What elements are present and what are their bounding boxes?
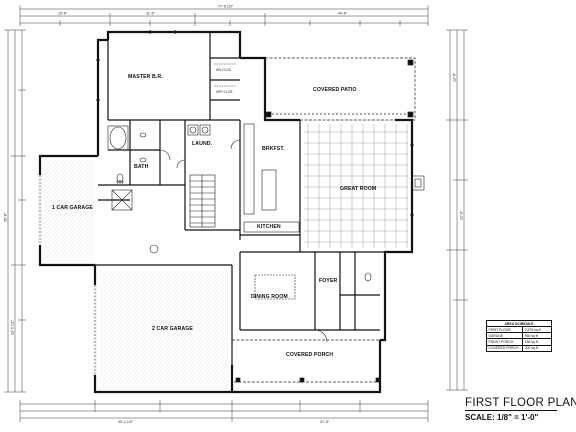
drawing-scale: SCALE: 1/8" = 1'-0" xyxy=(465,413,539,422)
his-clos-label: HIS CLOS. xyxy=(216,68,232,72)
schedule-value: 186 sq ft xyxy=(524,339,538,344)
kitchen-label: KITCHEN xyxy=(257,224,281,230)
foyer-label: FOYER xyxy=(319,278,338,284)
schedule-label: COVERED PORCH xyxy=(487,345,524,351)
schedule-row: FIRST FLOOR 2,576 sq ft xyxy=(487,327,551,334)
dim-left-lower: 33'-5 1/2" xyxy=(11,319,15,335)
master-br-label: MASTER B.R. xyxy=(128,74,163,80)
garage2-slab xyxy=(100,270,228,388)
schedule-row: FRONT PORCH 186 sq ft xyxy=(487,339,551,346)
schedule-value: 950 sq ft xyxy=(524,333,538,338)
dim-top-right: 44'-6" xyxy=(338,12,348,16)
schedule-value: 300 sq ft xyxy=(524,346,538,351)
schedule-title: AREA SCHEDULE xyxy=(487,321,551,327)
room-labels: MASTER B.R. HIS CLOS. HER CLOS. BATH LAU… xyxy=(52,68,376,358)
garage1-slab xyxy=(44,160,94,261)
dim-left-overall: 95'-8" xyxy=(4,212,8,222)
covered-patio xyxy=(264,57,416,121)
dim-right-mid: 12'-0" xyxy=(460,210,464,220)
bathtub xyxy=(109,126,127,150)
garage2-label: 2 CAR GARAGE xyxy=(152,326,193,332)
her-clos-label: HER CLOS. xyxy=(216,90,233,94)
dim-top-mid: 11'-6" xyxy=(146,12,156,16)
great-room-tile xyxy=(304,124,408,248)
covered-porch-label: COVERED PORCH xyxy=(286,352,333,358)
area-schedule-table: AREA SCHEDULE FIRST FLOOR 2,576 sq ft GA… xyxy=(486,320,552,352)
kitchen-island xyxy=(261,169,277,211)
dimension-labels: 77'-6 1/2" 15'-6" 11'-6" 44'-6" 40'-1 1/… xyxy=(4,5,464,425)
covered-patio-label: COVERED PATIO xyxy=(313,87,356,93)
drawing-title: FIRST FLOOR PLAN xyxy=(465,397,576,409)
bath-label: BATH xyxy=(134,164,149,170)
schedule-row: COVERED PORCH 300 sq ft xyxy=(487,345,551,351)
fixtures xyxy=(38,30,425,375)
dim-right-upper: 12'-6" xyxy=(453,72,457,82)
dimension-lines xyxy=(4,5,468,422)
great-room-label: GREAT ROOM xyxy=(340,186,376,192)
schedule-row: GARAGE 950 sq ft xyxy=(487,333,551,340)
dining-label: DINING ROOM xyxy=(251,294,288,300)
schedule-label: FIRST FLOOR xyxy=(487,327,524,333)
laund-label: LAUND. xyxy=(192,141,213,147)
schedule-value: 2,576 sq ft xyxy=(524,327,541,332)
dim-overall-width: 77'-6 1/2" xyxy=(218,5,234,9)
stairs xyxy=(189,174,216,228)
garage1-label: 1 CAR GARAGE xyxy=(52,205,93,211)
fireplace xyxy=(411,175,425,191)
dim-top-left: 15'-6" xyxy=(58,12,68,16)
schedule-label: GARAGE xyxy=(487,333,524,339)
brkfst-label: BRKFST. xyxy=(262,146,285,152)
title-underline xyxy=(465,410,557,411)
covered-porch xyxy=(231,339,381,383)
dim-bottom-left: 40'-1 1/2" xyxy=(118,420,134,424)
dim-bottom-right: 37'-5" xyxy=(320,420,330,424)
schedule-label: FRONT PORCH xyxy=(487,339,524,345)
